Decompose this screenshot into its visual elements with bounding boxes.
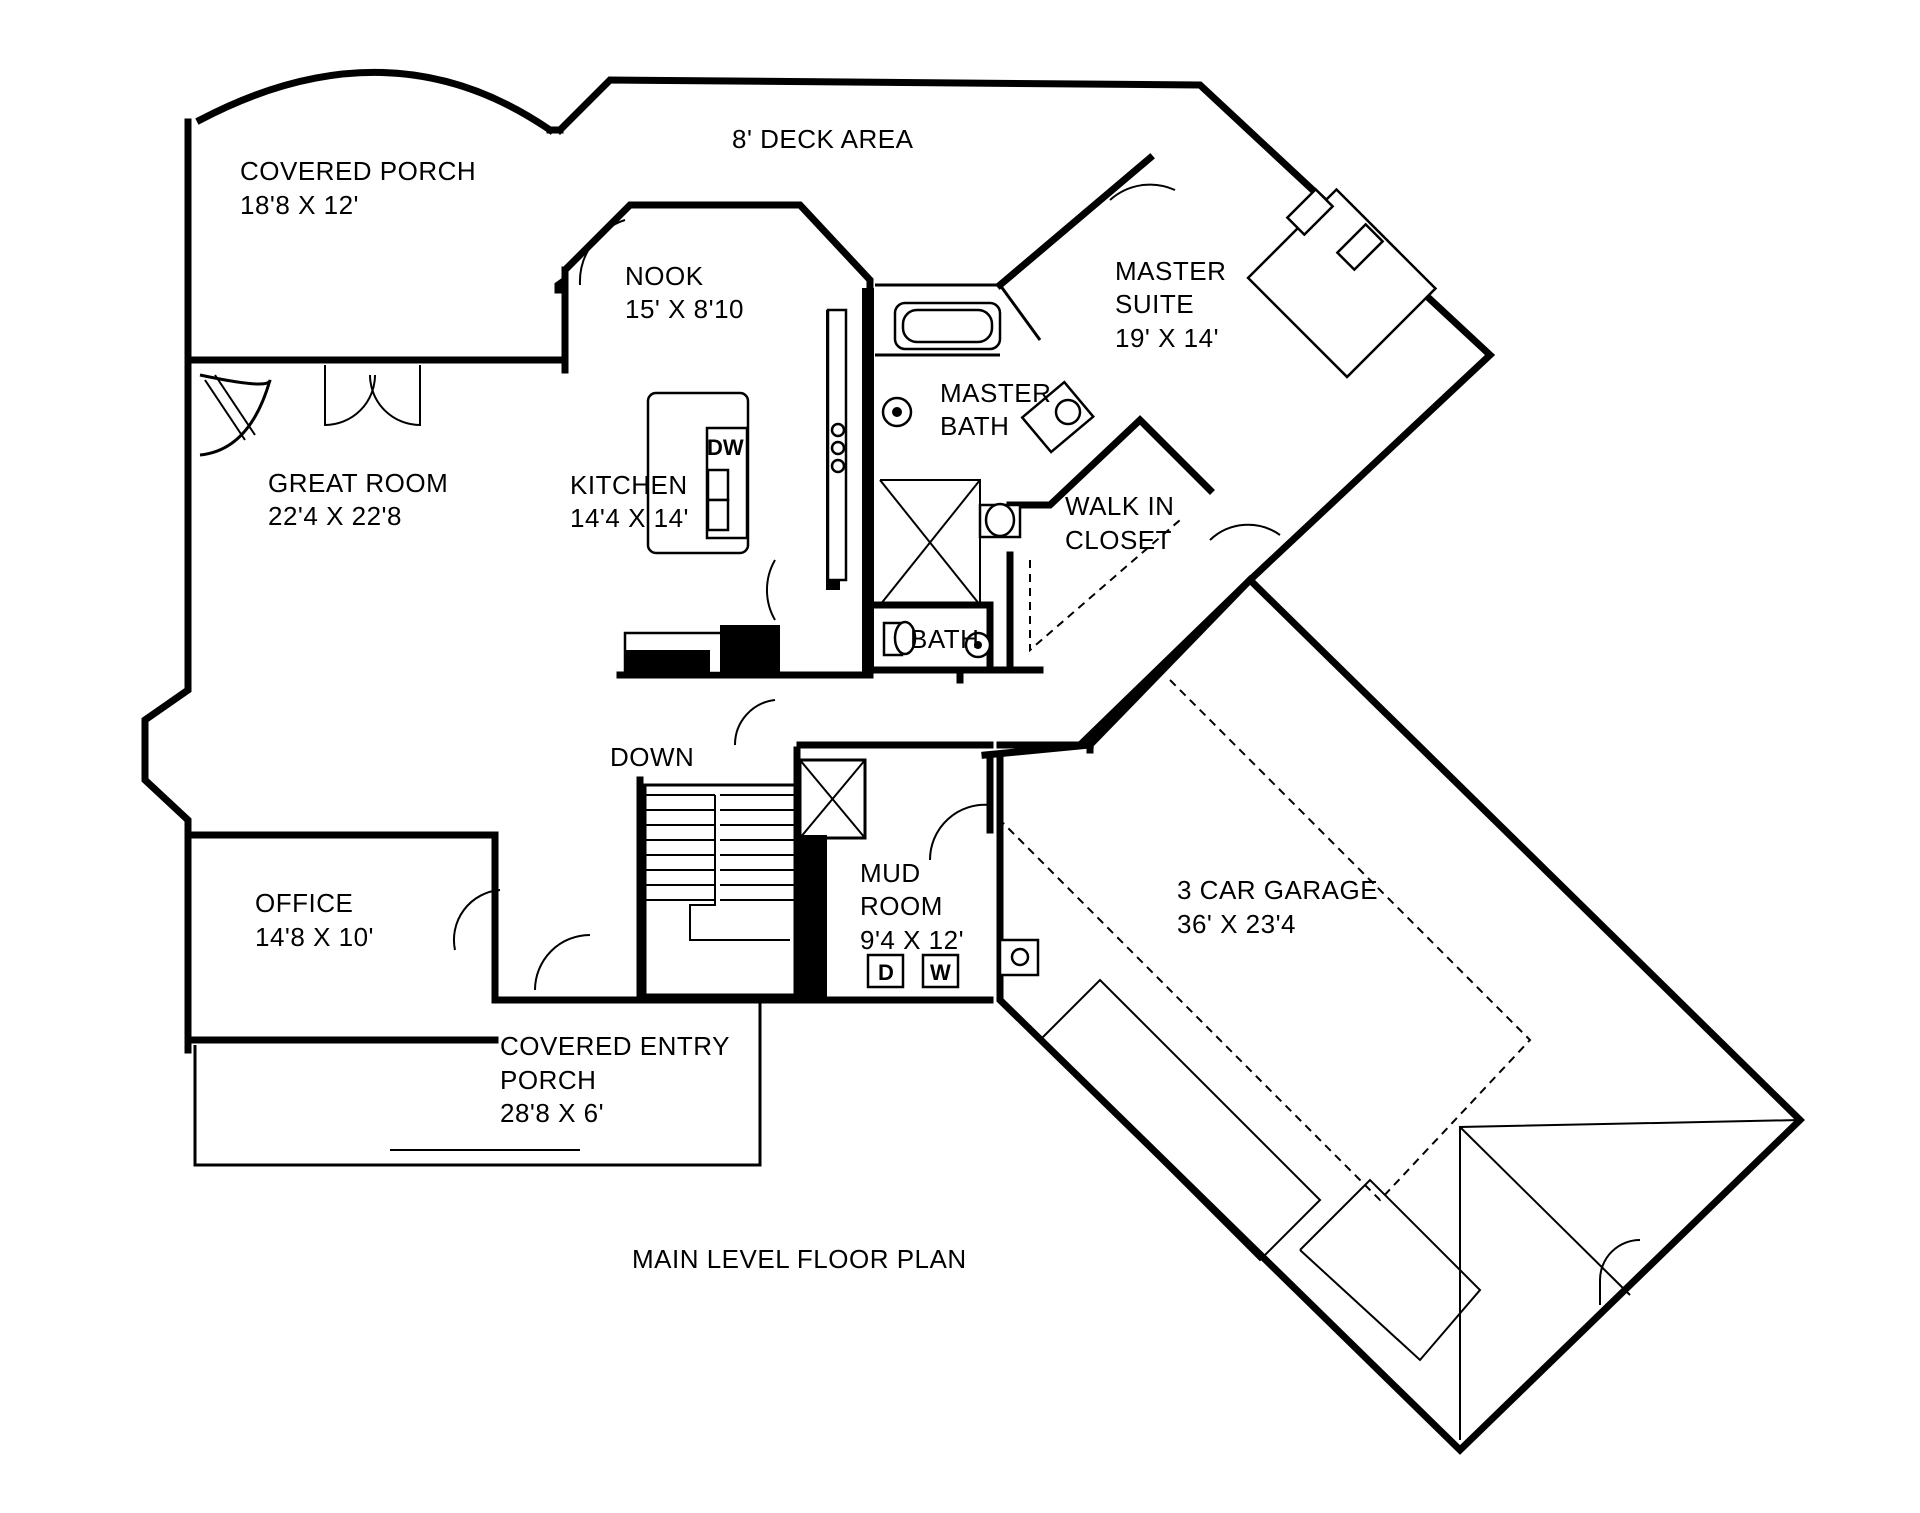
entry-porch-name: COVERED ENTRY (500, 1031, 730, 1061)
garage-details (999, 679, 1801, 1440)
covered-porch-arc (195, 69, 555, 135)
covered-porch-name: COVERED PORCH (240, 156, 476, 186)
master-suite-size: 19' X 14' (1115, 323, 1219, 353)
bath-name: BATH (910, 624, 979, 654)
master-bed (1246, 187, 1438, 379)
covered-porch-size: 18'8 X 12' (240, 190, 359, 220)
entry-porch-outline (193, 1000, 762, 1167)
exterior-walls (141, 69, 1806, 1455)
entry-porch-name2: PORCH (500, 1065, 596, 1095)
bath-fixtures (882, 620, 992, 659)
master-bath-name: MASTER (940, 378, 1051, 408)
master-suite-name: MASTER (1115, 256, 1226, 286)
kitchen-size: 14'4 X 14' (570, 503, 689, 533)
great-room-size: 22'4 X 22'8 (268, 501, 402, 531)
office-name: OFFICE (255, 888, 353, 918)
spiral-stair (199, 373, 272, 457)
plan-title: MAIN LEVEL FLOOR PLAN (632, 1244, 967, 1274)
walk-in-closet-name2: CLOSET (1065, 525, 1172, 555)
master-bath-name2: BATH (940, 411, 1009, 441)
dryer-label: D (878, 960, 894, 985)
master-suite-wall (995, 153, 1155, 290)
mud-room-name2: ROOM (860, 891, 943, 921)
closet-angled-wall (996, 575, 1255, 749)
deck-outline (555, 76, 1496, 585)
door-swings (324, 183, 1281, 991)
mud-room-name: MUD (860, 858, 921, 888)
master-bath-fixtures (879, 301, 1095, 606)
great-room-name: GREAT ROOM (268, 468, 448, 498)
mud-room-size: 9'4 X 12' (860, 925, 964, 955)
nook-size: 15' X 8'10 (625, 294, 744, 324)
nook-name: NOOK (625, 261, 704, 291)
master-suite-name2: SUITE (1115, 289, 1194, 319)
stairs-down-label: DOWN (610, 742, 694, 772)
kitchen-fixtures (623, 308, 848, 675)
entry-porch-size: 28'8 X 6' (500, 1098, 604, 1128)
dishwasher-label: DW (707, 435, 744, 460)
deck-name: 8' DECK AREA (732, 124, 914, 154)
staircase (643, 783, 797, 997)
garage-size: 36' X 23'4 (1177, 909, 1296, 939)
great-room-west-wall (141, 356, 192, 1054)
garage-name: 3 CAR GARAGE (1177, 875, 1378, 905)
room-labels: COVERED PORCH 18'8 X 12' 8' DECK AREA NO… (240, 124, 1378, 1274)
washer-label: W (930, 960, 951, 985)
walk-in-closet-name: WALK IN (1065, 491, 1174, 521)
office-size: 14'8 X 10' (255, 922, 374, 952)
office-walls (184, 831, 499, 1004)
garage-outline (996, 575, 1806, 1455)
mud-room-fixtures (812, 880, 1040, 989)
kitchen-name: KITCHEN (570, 470, 688, 500)
